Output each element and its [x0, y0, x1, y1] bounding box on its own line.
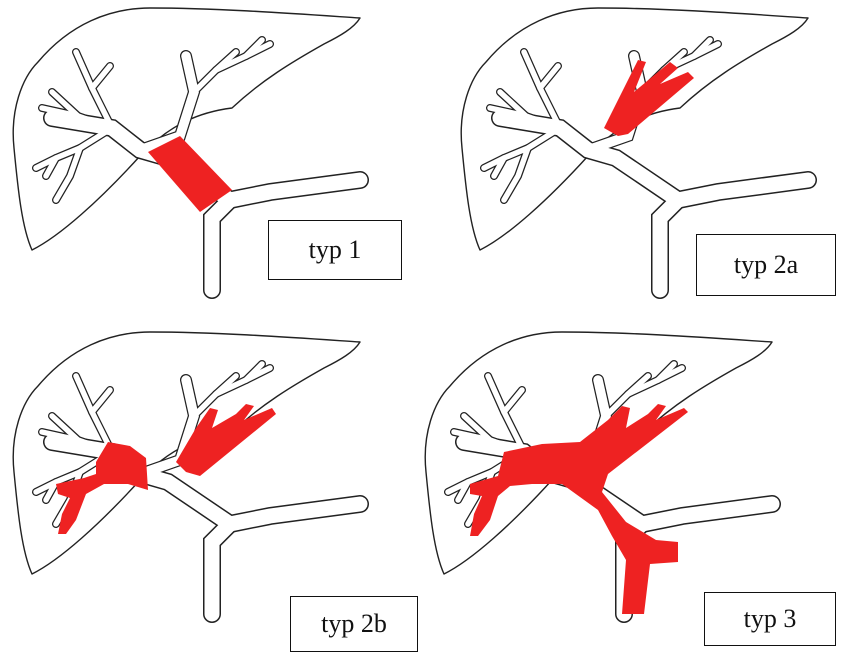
extended-highlight	[470, 404, 688, 614]
highlight-typ2a	[604, 60, 694, 136]
panel-typ1: typ 1	[0, 0, 424, 323]
highlight-typ3	[470, 404, 688, 614]
panel-typ3: typ 3	[412, 324, 836, 647]
label-typ1: typ 1	[309, 235, 362, 265]
label-box-typ2b: typ 2b	[290, 596, 418, 652]
bile-duct-lumen	[628, 368, 682, 394]
label-box-typ3: typ 3	[704, 592, 836, 646]
bile-duct-lumen	[216, 368, 270, 394]
panel-typ2b: typ 2b	[0, 324, 424, 647]
left-duct-highlight	[604, 60, 694, 136]
label-typ2a: typ 2a	[734, 250, 798, 280]
bile-duct-lumen	[540, 66, 558, 88]
label-box-typ2a: typ 2a	[696, 234, 836, 296]
label-box-typ1: typ 1	[268, 220, 402, 280]
bile-duct-lumen	[504, 390, 522, 412]
panel-typ2a: typ 2a	[448, 0, 848, 323]
label-typ2b: typ 2b	[321, 609, 387, 639]
bile-duct-lumen	[92, 390, 110, 412]
label-typ3: typ 3	[744, 604, 797, 634]
liver-anatomy	[13, 332, 360, 614]
bile-duct-lumen	[216, 44, 270, 70]
bile-duct-lumen	[92, 66, 110, 88]
